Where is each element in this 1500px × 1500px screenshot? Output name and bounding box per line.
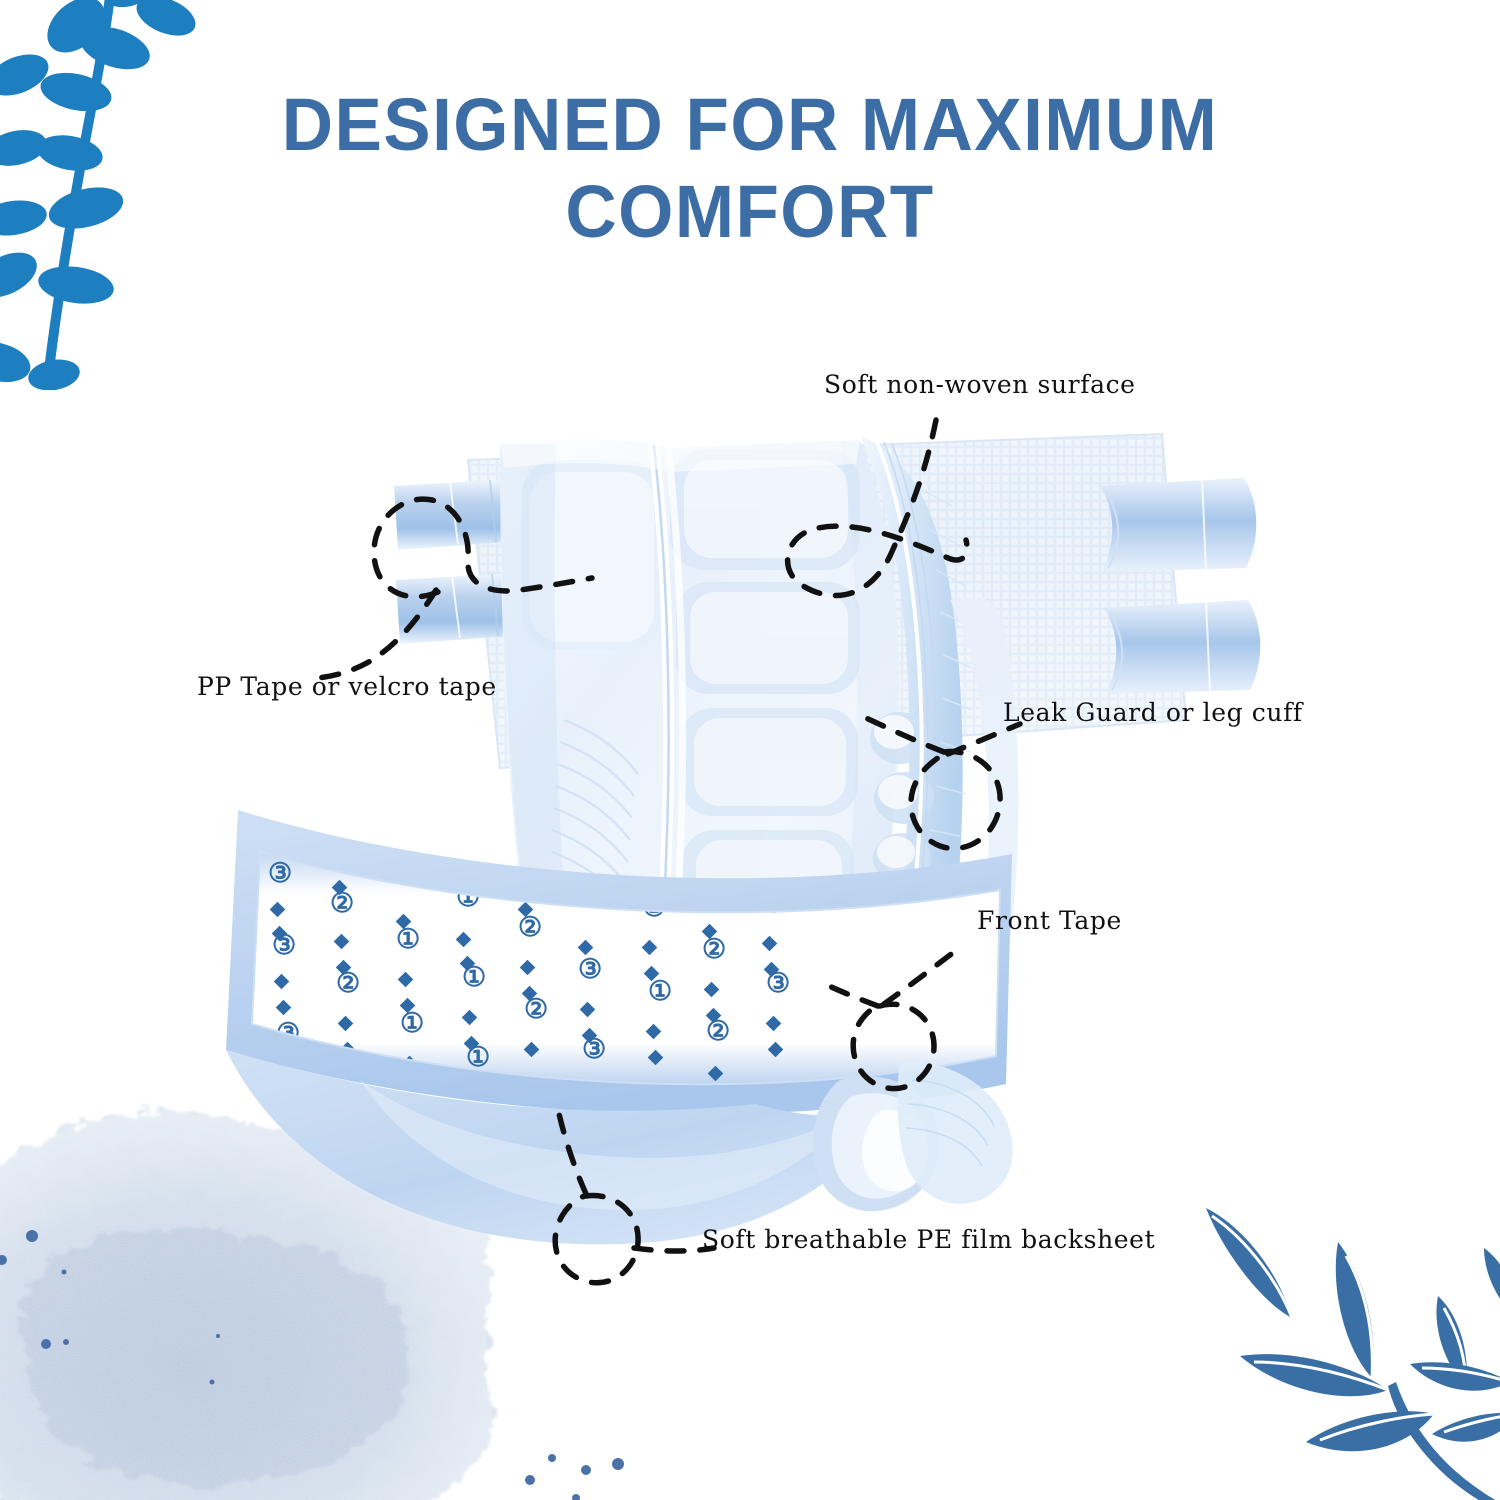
page-title: DESIGNED FOR MAXIMUM COMFORT [0,82,1500,255]
pp-tape-right-tabs [1100,477,1261,694]
pattern-column: ② ② [330,888,360,999]
callout-label-soft-breathable-pe-film-backsheet: Soft breathable PE film backsheet [702,1225,1156,1254]
svg-text:②: ② [330,888,354,919]
callout-label-leak-guard-or-leg-cuff: Leak Guard or leg cuff [1003,698,1303,727]
product-illustration: ③ ③ ③ ② ② ① ① ① [226,432,1261,1245]
svg-text:①: ① [396,924,420,955]
pattern-column: ① ① [396,924,424,1039]
svg-text:②: ② [702,934,726,965]
splash-speckles [0,1230,624,1500]
pattern-column: ③ ③ [578,954,606,1065]
page-title-line-2: COMFORT [565,169,935,253]
callout-label-soft-non-woven-surface: Soft non-woven surface [824,370,1136,399]
front-waist-panel: ③ ③ ③ ② ② ① ① ① [226,810,1012,1115]
callout-label-front-tape: Front Tape [977,906,1122,935]
svg-text:①: ① [400,1008,424,1039]
svg-text:③: ③ [268,858,292,889]
svg-text:②: ② [336,968,360,999]
eucalyptus-branch-decoration [0,0,196,390]
svg-text:③: ③ [578,954,602,985]
pattern-column: ② ② [518,912,548,1025]
pattern-column: ② ② [702,934,730,1047]
callout-label-pp-tape-or-velcro-tape: PP Tape or velcro tape [197,672,497,701]
svg-text:②: ② [706,1016,730,1047]
svg-text:①: ① [648,976,672,1007]
page-title-line-1: DESIGNED FOR MAXIMUM [281,83,1219,166]
svg-text:②: ② [518,912,542,943]
